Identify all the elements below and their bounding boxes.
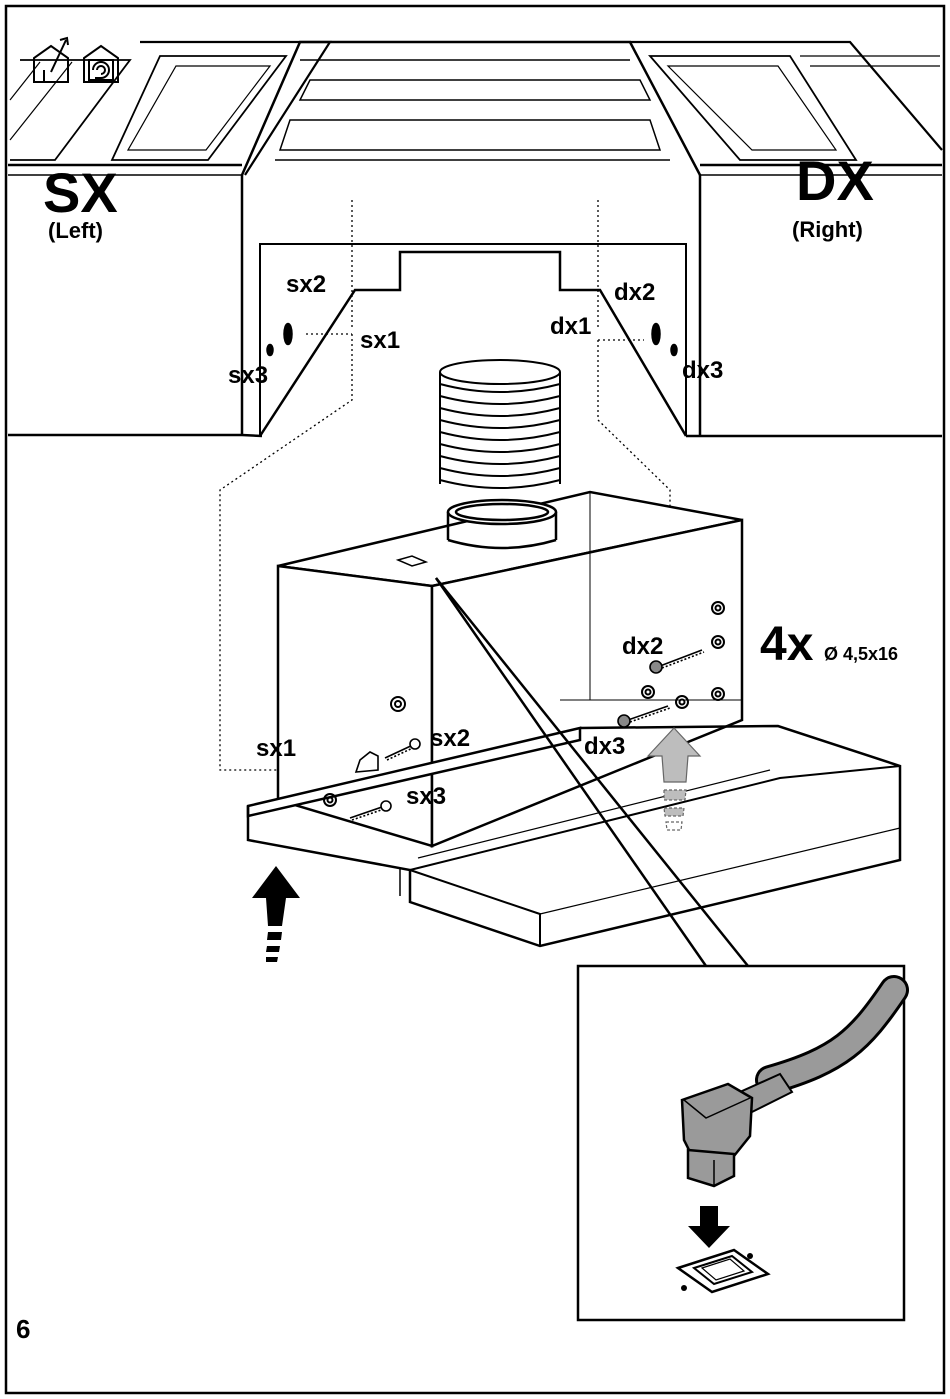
screw-point-dx2: dx2 [614,279,655,306]
lift-arrow-left-icon [252,866,300,962]
connector-detail-inset [578,966,904,1320]
screw-quantity: 4x [760,618,814,671]
screw-point-dx1: dx1 [550,313,591,340]
hood-label-dx2: dx2 [622,633,663,660]
right-side-code: DX [796,149,874,212]
left-side-code: SX [43,161,118,224]
hood-label-dx3: dx3 [584,733,625,760]
screw-point-sx2: sx2 [286,271,326,298]
screw-size: Ø 4,5x16 [824,644,898,664]
page-number: 6 [16,1314,30,1344]
screw-point-dx3: dx3 [682,357,723,384]
screw-point-sx1: sx1 [360,327,400,354]
screw-point-sx3: sx3 [228,362,268,389]
flexible-duct [440,360,560,488]
left-side-name: (Left) [48,218,103,243]
hood-label-sx3: sx3 [406,783,446,810]
hood-label-sx2: sx2 [430,725,470,752]
house-recirculation-icon [84,46,118,82]
right-side-name: (Right) [792,217,863,242]
hood-label-sx1: sx1 [256,735,296,762]
